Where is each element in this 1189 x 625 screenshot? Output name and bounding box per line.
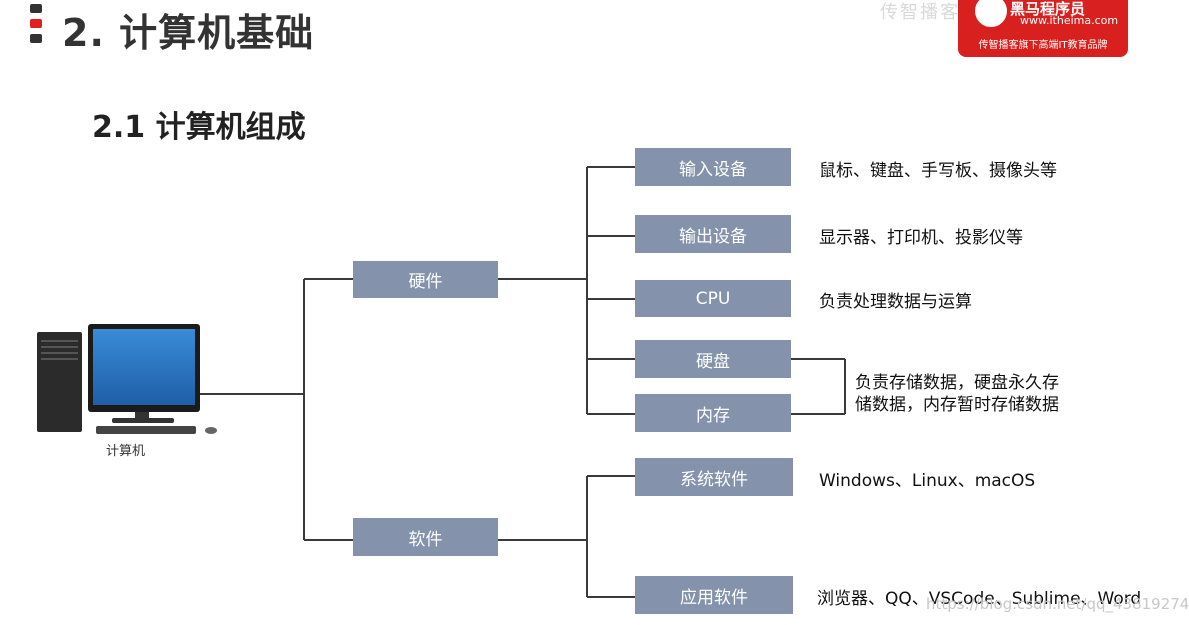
output-device-desc: 显示器、打印机、投影仪等 bbox=[819, 228, 1023, 248]
memory-node: 内存 bbox=[635, 394, 791, 432]
cpu-desc: 负责处理数据与运算 bbox=[819, 292, 972, 312]
system-software-node: 系统软件 bbox=[635, 458, 793, 496]
monitor-stand bbox=[135, 412, 149, 420]
cpu-node: CPU bbox=[635, 280, 791, 317]
logo-ghost-text: 传智播客 bbox=[880, 2, 960, 23]
input-device-desc: 鼠标、键盘、手写板、摄像头等 bbox=[819, 161, 1057, 181]
logo-circle-icon bbox=[972, 0, 1010, 30]
itheima-logo: 黑马程序员 www.itheima.com 传智播客旗下高端IT教育品牌 bbox=[958, 0, 1128, 57]
monitor-stand-base bbox=[112, 418, 174, 423]
monitor-icon bbox=[88, 324, 200, 412]
hardware-node: 硬件 bbox=[353, 261, 498, 298]
app-software-desc: 浏览器、QQ、VSCode、Sublime、Word bbox=[817, 589, 1142, 609]
input-device-node: 输入设备 bbox=[635, 148, 791, 186]
disk-node: 硬盘 bbox=[635, 340, 791, 378]
computer-label: 计算机 bbox=[106, 444, 146, 459]
mouse-icon bbox=[205, 427, 217, 434]
system-software-desc: Windows、Linux、macOS bbox=[819, 471, 1036, 491]
title-marker-icon bbox=[30, 4, 42, 44]
software-node: 软件 bbox=[353, 518, 498, 556]
storage-desc-line1: 负责存储数据，硬盘永久存 bbox=[855, 373, 1059, 393]
keyboard-icon bbox=[96, 426, 196, 434]
logo-slogan: 传智播客旗下高端IT教育品牌 bbox=[978, 40, 1108, 51]
pc-tower-icon bbox=[37, 332, 82, 432]
section-title: 2.1 计算机组成 bbox=[92, 110, 306, 145]
app-software-node: 应用软件 bbox=[635, 576, 793, 614]
logo-url: www.itheima.com bbox=[1020, 14, 1119, 27]
output-device-node: 输出设备 bbox=[635, 215, 791, 253]
storage-desc-line2: 储数据，内存暂时存储数据 bbox=[855, 395, 1059, 415]
logo-brand: 黑马程序员 bbox=[1010, 0, 1086, 18]
csdn-watermark: https://blog.csdn.net/qq_43819274 bbox=[926, 595, 1189, 613]
page-title: 2. 计算机基础 bbox=[62, 11, 315, 55]
